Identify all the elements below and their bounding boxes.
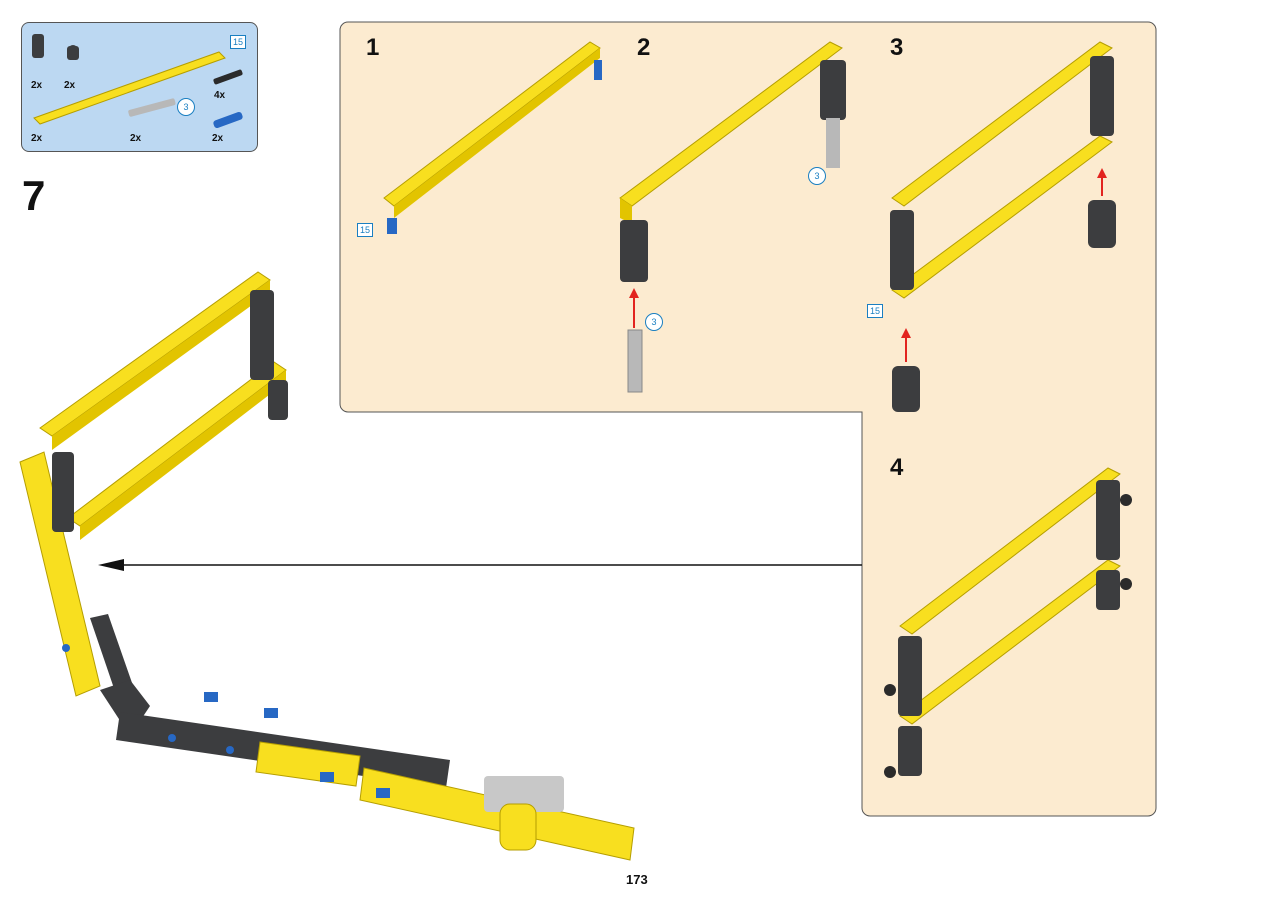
step3-assembly (890, 41, 1116, 412)
substep-panel (339, 21, 1157, 817)
parts-qty-beam: 2x (31, 133, 43, 144)
parts-qty-axle: 2x (130, 133, 142, 144)
main-model (19, 271, 635, 861)
page-number: 173 (626, 872, 648, 887)
parts-qty-angle-connector: 2x (64, 80, 76, 91)
substep-2-number: 2 (637, 34, 651, 61)
parts-beam-length-badge: 15 (230, 35, 247, 49)
parts-icons (32, 34, 243, 129)
substep-1-beam-length: 15 (357, 223, 374, 237)
parts-qty-blue-pin: 2x (212, 133, 224, 144)
substep-4-number: 4 (890, 454, 904, 481)
main-step-number: 7 (22, 172, 46, 219)
parts-list: 2x 2x 15 2x 3 2x 4x 2x (21, 22, 258, 152)
parts-qty-connector: 2x (31, 80, 43, 91)
step4-assembly (884, 467, 1132, 778)
substep-2-axle-length-top: 3 (808, 167, 826, 185)
step2-assembly (619, 41, 846, 393)
substep-3-beam-length: 15 (867, 304, 884, 318)
parts-qty-black-pin: 4x (214, 90, 226, 101)
substep-2-axle-length: 3 (645, 313, 663, 331)
substep-1-number: 1 (366, 34, 380, 61)
substep-3-number: 3 (890, 34, 904, 61)
step1-beam (383, 41, 602, 234)
parts-axle-length-circle: 3 (177, 98, 195, 116)
